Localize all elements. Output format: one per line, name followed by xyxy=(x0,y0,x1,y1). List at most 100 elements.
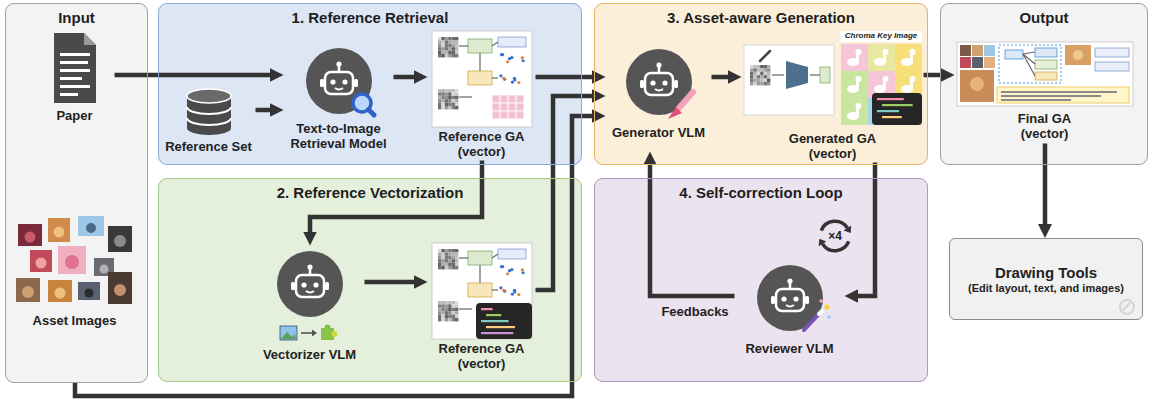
photo-tile xyxy=(972,45,983,56)
generated-ga: Generated GA (vector) xyxy=(742,28,924,163)
noise-cell xyxy=(767,75,770,78)
panel-fill xyxy=(594,3,928,165)
noise-cell xyxy=(444,106,447,109)
noise-cell xyxy=(448,43,451,46)
mini-arrow xyxy=(492,254,498,258)
tool-box: Drawing Tools(Edit layout, text, and ima… xyxy=(949,238,1143,320)
noise-cell xyxy=(441,43,444,46)
photo-subject xyxy=(65,255,79,269)
thumb-frame xyxy=(744,45,834,115)
robot-antenna xyxy=(788,283,791,289)
robot-ear xyxy=(640,80,644,88)
code-line xyxy=(481,332,513,334)
robot-mouth xyxy=(335,88,343,90)
noise-cell xyxy=(438,99,441,102)
chroma-cell xyxy=(841,44,868,71)
noise-cell xyxy=(444,304,447,307)
noise-cell xyxy=(441,311,444,314)
photo-subject xyxy=(99,264,108,273)
magnifier-handle xyxy=(368,109,374,115)
small-arrow xyxy=(301,332,312,334)
mini-arrow xyxy=(479,53,480,71)
cat-photo xyxy=(960,70,994,102)
noise-cell xyxy=(448,307,451,310)
noise-cell xyxy=(448,318,451,321)
mini-arrow xyxy=(459,308,472,309)
noise-cell xyxy=(438,50,441,53)
noise-cell xyxy=(455,89,458,92)
mini-arrow xyxy=(479,265,480,283)
mask-cell xyxy=(508,95,516,103)
noise-cell xyxy=(760,75,763,78)
generator-vlm: Generator VLM xyxy=(606,42,712,152)
noise-cell xyxy=(444,37,447,40)
asset-images: Asset Images xyxy=(12,214,138,330)
output-panel: OutputFinal GA (vector) xyxy=(940,3,1148,165)
node-label: Reference GA (vector) xyxy=(432,128,532,159)
mini-arrow xyxy=(492,77,498,78)
noise-cell xyxy=(448,311,451,314)
noise-cell xyxy=(455,95,458,98)
noise-cell xyxy=(753,71,756,74)
robot-icon xyxy=(757,265,831,331)
final-thumbnail xyxy=(957,42,1133,106)
scatter-dot xyxy=(503,77,506,80)
noise-cell xyxy=(448,304,451,307)
noise-cell xyxy=(438,249,441,252)
mask-cell xyxy=(516,95,524,103)
raster-to-vector-icons xyxy=(280,324,338,340)
noise-cell xyxy=(750,82,753,85)
cat-face xyxy=(970,77,984,91)
mini-box xyxy=(498,37,526,47)
photo-tile xyxy=(960,45,971,56)
noise-cell xyxy=(441,252,444,255)
noise-cell xyxy=(455,106,458,109)
prompt-line xyxy=(1001,91,1117,93)
robot-disc xyxy=(306,48,372,114)
noise-cell xyxy=(438,89,441,92)
noise-cell xyxy=(750,65,753,68)
wand-stick xyxy=(804,314,819,330)
noise-cell xyxy=(455,50,458,53)
llama-head xyxy=(909,49,915,55)
noise-cell xyxy=(753,78,756,81)
llama-head xyxy=(882,76,888,82)
scatter-dot xyxy=(510,267,513,270)
noise-cell xyxy=(455,47,458,50)
mini-box xyxy=(468,71,492,85)
flow-arrow xyxy=(394,75,415,80)
noise-cell xyxy=(448,252,451,255)
mask-cell xyxy=(508,103,516,111)
noise-cell xyxy=(448,54,451,57)
robot-eye xyxy=(330,79,335,84)
robot-eye xyxy=(313,282,318,287)
final-art xyxy=(955,40,1135,110)
flow-arrow xyxy=(858,163,876,297)
noise-cell xyxy=(763,75,766,78)
scatter-dot xyxy=(506,272,509,275)
vector-art xyxy=(255,248,365,346)
db-art xyxy=(162,86,256,138)
noise-cell xyxy=(451,304,454,307)
noise-cell xyxy=(438,47,441,50)
noise-cell xyxy=(441,106,444,109)
noise-cell xyxy=(441,50,444,53)
photo-subject xyxy=(22,286,34,298)
robot-ear xyxy=(354,79,358,87)
scatter-dot xyxy=(517,80,520,83)
noise-cell xyxy=(455,318,458,321)
noise-cell xyxy=(438,37,441,40)
noise-cell xyxy=(438,255,441,258)
flow-arrow xyxy=(536,96,593,290)
mini-arrow xyxy=(1023,54,1035,64)
robot-antenna-tip xyxy=(656,62,661,67)
noise-cell xyxy=(451,301,454,304)
noise-cell xyxy=(438,54,441,57)
noise-cell xyxy=(451,318,454,321)
noise-cell xyxy=(760,68,763,71)
noise-cell xyxy=(451,43,454,46)
scatter-dot xyxy=(510,292,513,295)
panel-fill xyxy=(5,3,148,383)
noise-cell xyxy=(451,311,454,314)
noise-cell xyxy=(438,262,441,265)
